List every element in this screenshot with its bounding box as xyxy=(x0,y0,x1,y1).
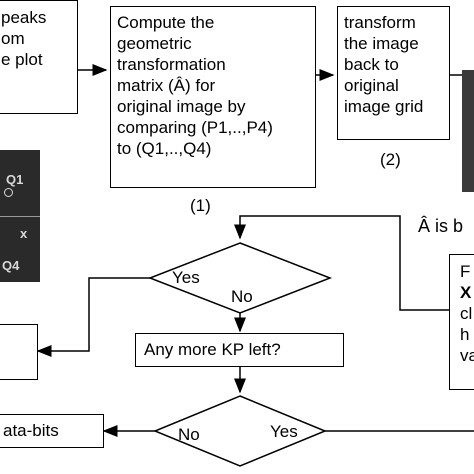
q4-label: Q4 xyxy=(2,258,20,273)
transform-line-3: back to xyxy=(344,55,399,74)
compute-line-7: to (Q1,..,Q4) xyxy=(117,139,212,158)
transform-line-1: transform xyxy=(344,13,416,32)
upper-yes-label: Yes xyxy=(172,268,200,287)
a-hat-label: Â is b xyxy=(418,216,464,236)
compute-line-5: original image by xyxy=(117,97,246,116)
compute-transformation-box: Compute the geometric transformation mat… xyxy=(110,6,316,188)
any-more-kp-box: Any more KP left? xyxy=(135,333,344,367)
left-result-box xyxy=(0,324,38,380)
compute-line-3: transformation xyxy=(117,55,226,74)
x-axis-line xyxy=(0,216,40,217)
right-line-3: cl xyxy=(460,304,473,323)
q1-label: Q1 xyxy=(6,172,24,187)
transform-image-box: transform the image back to original ima… xyxy=(337,6,450,140)
peaks-line-3: e plot xyxy=(1,50,43,69)
transform-line-4: original xyxy=(344,76,399,95)
arrow-upper-yes xyxy=(36,277,150,357)
transform-step-label: (2) xyxy=(380,150,401,169)
compute-line-4: matrix (Â) for xyxy=(117,76,216,95)
compute-line-1: Compute the xyxy=(117,13,215,32)
peaks-line-2: om xyxy=(1,29,25,48)
x-axis-label: x xyxy=(20,226,28,241)
transform-line-5: image grid xyxy=(344,97,424,116)
data-bits-box: ata-bits xyxy=(0,414,104,448)
compute-line-6: comparing (P1,..,P4) xyxy=(117,118,273,137)
peaks-box: peaks om e plot xyxy=(0,0,78,114)
feedback-line xyxy=(234,215,449,311)
right-line-1: F xyxy=(460,262,471,281)
lower-decision-diamond xyxy=(153,395,327,467)
right-line-2: X xyxy=(460,283,472,302)
right-line-4: h xyxy=(460,325,470,344)
output-image-strip xyxy=(462,70,474,192)
transform-line-2: the image xyxy=(344,34,419,53)
compute-line-2: geometric xyxy=(117,34,192,53)
compute-step-label: (1) xyxy=(190,196,211,215)
point-marker-icon xyxy=(4,188,13,197)
lower-yes-label: Yes xyxy=(270,422,298,441)
kp-question-text: Any more KP left? xyxy=(144,340,281,359)
right-line-5: va xyxy=(460,346,474,365)
peaks-line-1: peaks xyxy=(1,8,47,27)
right-process-box: F X cl h va xyxy=(449,254,474,390)
plot-image: Q1 x Q4 xyxy=(0,150,40,282)
data-bits-text: ata-bits xyxy=(3,421,59,440)
upper-no-label: No xyxy=(231,287,253,306)
lower-no-label: No xyxy=(178,425,200,444)
